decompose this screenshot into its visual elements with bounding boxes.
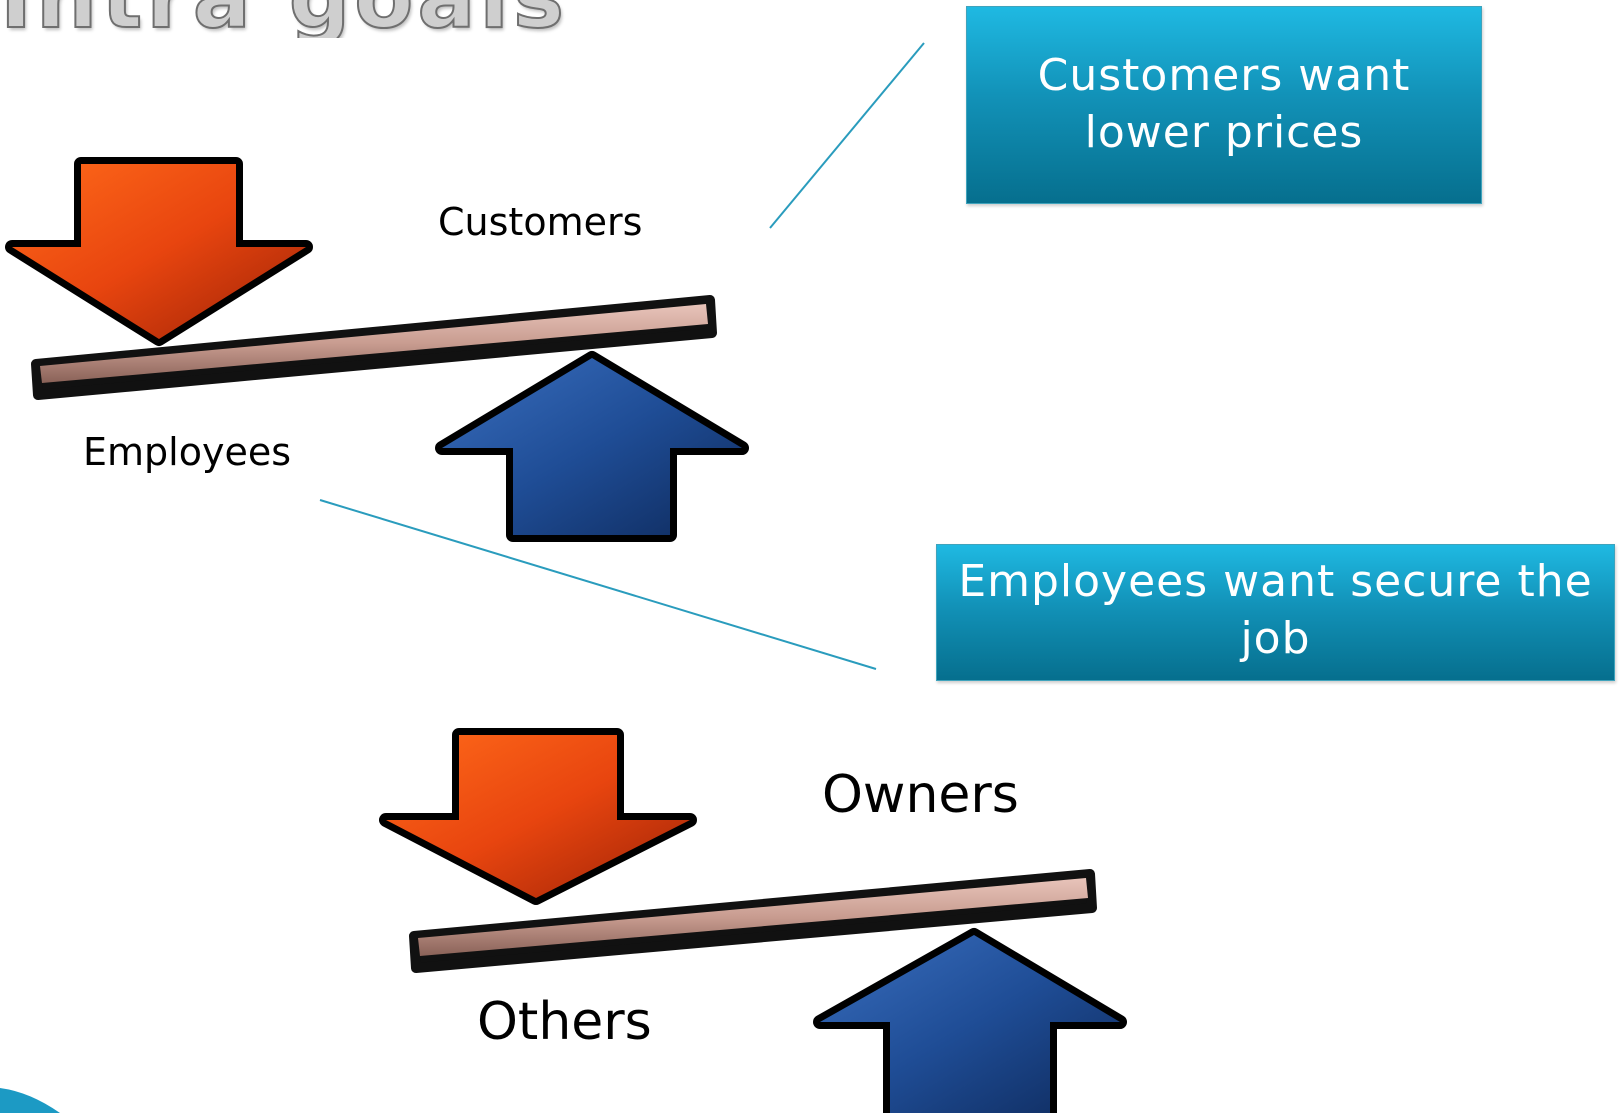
label-employees: Employees [83, 430, 291, 474]
corner-swoosh [0, 1088, 60, 1113]
connector-line-employees [319, 499, 877, 670]
connector-line-customers [769, 42, 925, 229]
down-arrow-icon [379, 728, 697, 905]
up-arrow-icon [435, 351, 749, 542]
seesaw-beam [31, 295, 717, 400]
seesaw-beam [409, 869, 1097, 973]
slide-title-text: Intra goals [0, 0, 720, 38]
label-others: Others [477, 992, 652, 1052]
callout-employees: Employees want secure the job [936, 544, 1615, 681]
slide-title: Intra goals [0, 0, 720, 38]
callout-employees-text: Employees want secure the job [958, 556, 1593, 664]
label-owners: Owners [822, 765, 1019, 825]
callout-customers: Customers want lower prices [966, 6, 1482, 204]
up-arrow-icon [813, 928, 1127, 1113]
down-arrow-icon [5, 157, 313, 346]
callout-customers-text: Customers want lower prices [1037, 50, 1411, 158]
label-customers: Customers [438, 200, 643, 244]
